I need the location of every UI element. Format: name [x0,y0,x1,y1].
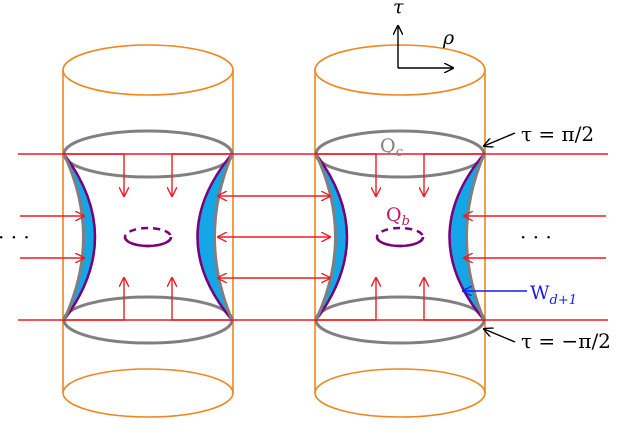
regions-right [314,152,486,322]
cylinder-right-top-cap [314,44,486,96]
between-arrows [218,196,330,278]
dots-right: · · · [520,225,552,249]
tau-top-label: τ = π/2 [521,122,594,146]
bent-arrows [64,153,484,321]
region-left-outer-b [213,153,234,321]
axes [398,26,453,68]
tau-axis-label: τ [393,0,404,18]
arrow-left-bottom-2 [172,278,232,321]
throat-right-front [375,236,425,248]
arrow-left-top-2 [172,153,232,196]
side-arrows [20,216,606,258]
tau-bottom-pointer [484,329,516,343]
regions-left [62,152,234,322]
tau-pointers [484,132,516,343]
qc-label: Qc [380,135,404,160]
qb-label: Qb [386,204,410,229]
arrow-left-bottom-1 [64,278,124,321]
region-right-outer-a [314,153,337,321]
tau-bottom-label: τ = −π/2 [521,329,611,353]
arrow-right-bottom-1 [316,278,376,321]
cylinder-right-bottom-cap [314,368,486,418]
w-label: Wd+1 [530,282,577,308]
region-left-outer-a [62,153,85,321]
cylinder-left-top-cap [62,44,234,96]
dots-left: · · · [0,225,30,249]
arrow-right-top-1 [316,153,376,196]
tau-top-pointer [484,132,516,146]
arrow-right-bottom-2 [424,278,484,321]
cylinder-right [314,44,486,418]
region-right-outer-b [465,153,486,321]
throat-left-front [123,236,173,248]
region-left-a [62,152,97,322]
cylinder-left-bottom-cap [62,368,234,418]
rho-axis-label: ρ [442,27,455,49]
arrow-left-top-1 [64,153,124,196]
arrow-right-top-2 [424,153,484,196]
cylinder-left [62,44,234,418]
